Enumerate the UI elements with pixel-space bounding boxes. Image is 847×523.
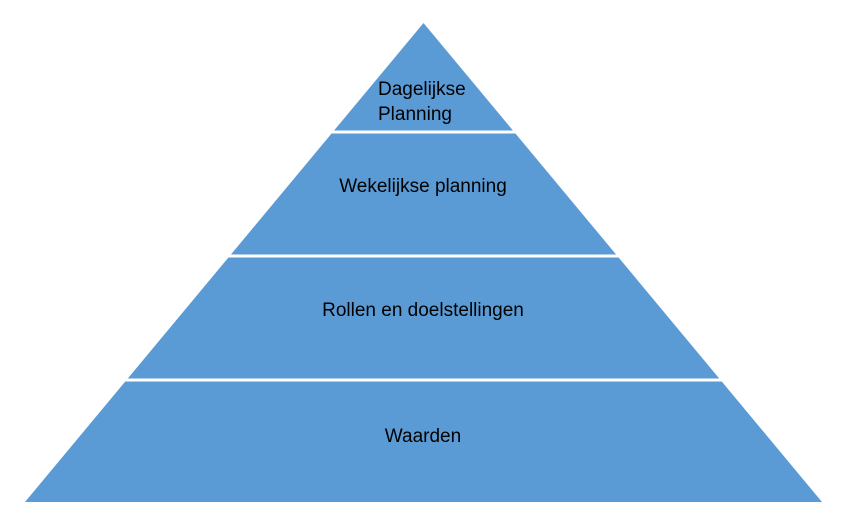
layer-label-values: Waarden	[384, 426, 462, 447]
layer-label-line: Dagelijkse	[378, 79, 466, 100]
layer-label-daily-planning: Dagelijkse Planning	[378, 77, 466, 127]
layer-label-line: Planning	[378, 104, 452, 125]
layer-values	[25, 381, 822, 502]
layer-weekly-planning	[230, 133, 617, 255]
layer-roles-goals	[127, 257, 720, 379]
layer-label-weekly-planning: Wekelijkse planning	[339, 176, 507, 197]
layer-label-roles-goals: Rollen en doelstellingen	[322, 300, 524, 321]
layer-daily-planning	[334, 23, 513, 131]
